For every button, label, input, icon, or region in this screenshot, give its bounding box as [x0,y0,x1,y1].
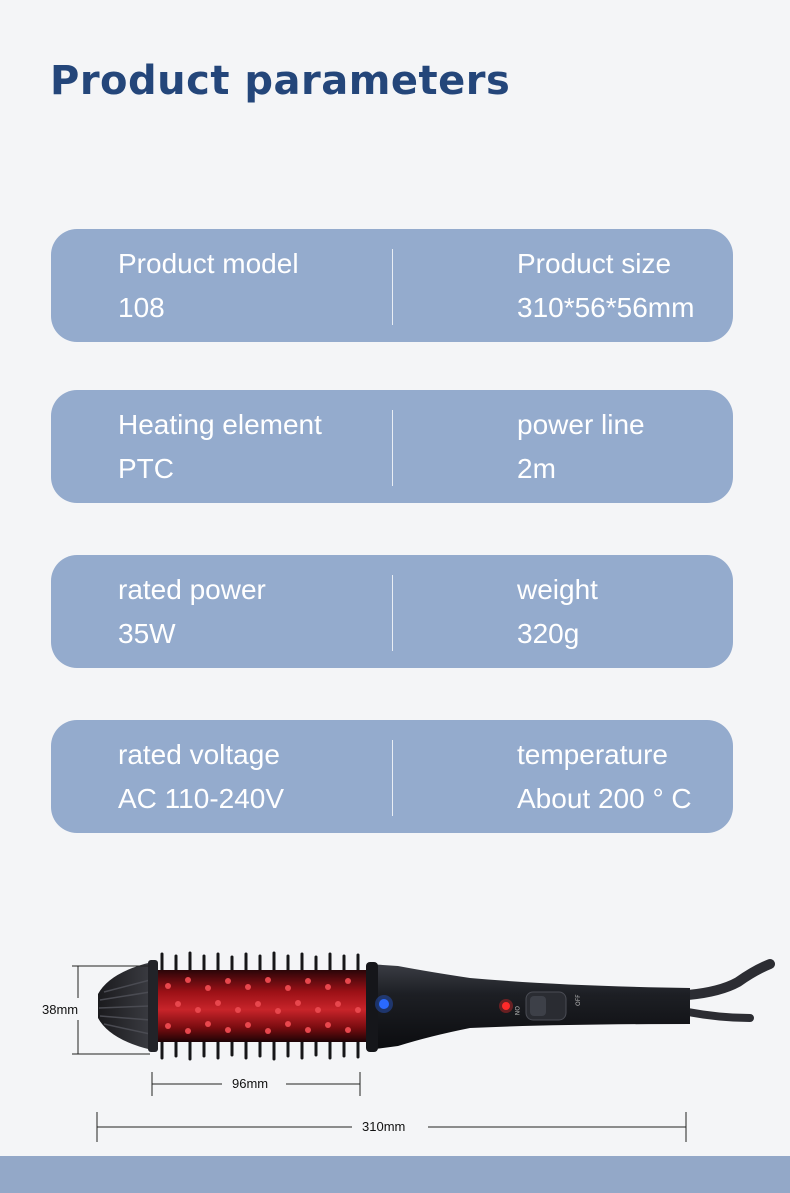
product-illustration: ON OFF 38mm 96mm 310mm [0,900,790,1150]
param-card-power-weight: rated power 35W weight 320g [51,555,733,668]
param-label: weight [517,574,598,605]
param-value: PTC [118,453,174,484]
param-value: AC 110-240V [118,783,285,814]
param-value: 310*56*56mm [517,292,695,323]
param-value: 320g [517,618,580,649]
param-card-heating-power-line: Heating element PTC power line 2m [51,390,733,503]
page-title: Product parameters [50,58,511,104]
param-power-line: power line 2m [517,408,645,486]
param-value: 35W [118,618,176,649]
param-rated-power: rated power 35W [118,573,266,651]
param-value: 108 [118,292,165,323]
param-weight: weight 320g [517,573,598,651]
param-value: 2m [517,453,556,484]
param-temperature: temperature About 200 ° C [517,738,692,816]
dimension-barrel-label: 96mm [228,1076,273,1091]
param-product-size: Product size 310*56*56mm [517,247,694,325]
hot-brush-image: ON OFF [72,951,775,1142]
param-label: Product model [118,248,299,279]
param-label: rated power [118,574,266,605]
param-heating-element: Heating element PTC [118,408,322,486]
switch-on-label: ON [513,1006,520,1015]
param-label: temperature [517,739,668,770]
card-divider [392,575,393,651]
param-product-model: Product model 108 [118,247,299,325]
param-label: Heating element [118,409,322,440]
param-card-model-size: Product model 108 Product size 310*56*56… [51,229,733,342]
card-divider [392,740,393,816]
bottom-band [0,1156,790,1193]
param-label: power line [517,409,645,440]
param-label: Product size [517,248,672,279]
param-rated-voltage: rated voltage AC 110-240V [118,738,284,816]
param-value: About 200 ° C [517,783,692,814]
param-label: rated voltage [118,739,280,770]
card-divider [392,410,393,486]
card-divider [392,249,393,325]
param-card-voltage-temperature: rated voltage AC 110-240V temperature Ab… [51,720,733,833]
switch-off-label: OFF [575,994,582,1006]
dimension-height-label: 38mm [38,1002,83,1017]
dimension-total-label: 310mm [358,1119,410,1134]
